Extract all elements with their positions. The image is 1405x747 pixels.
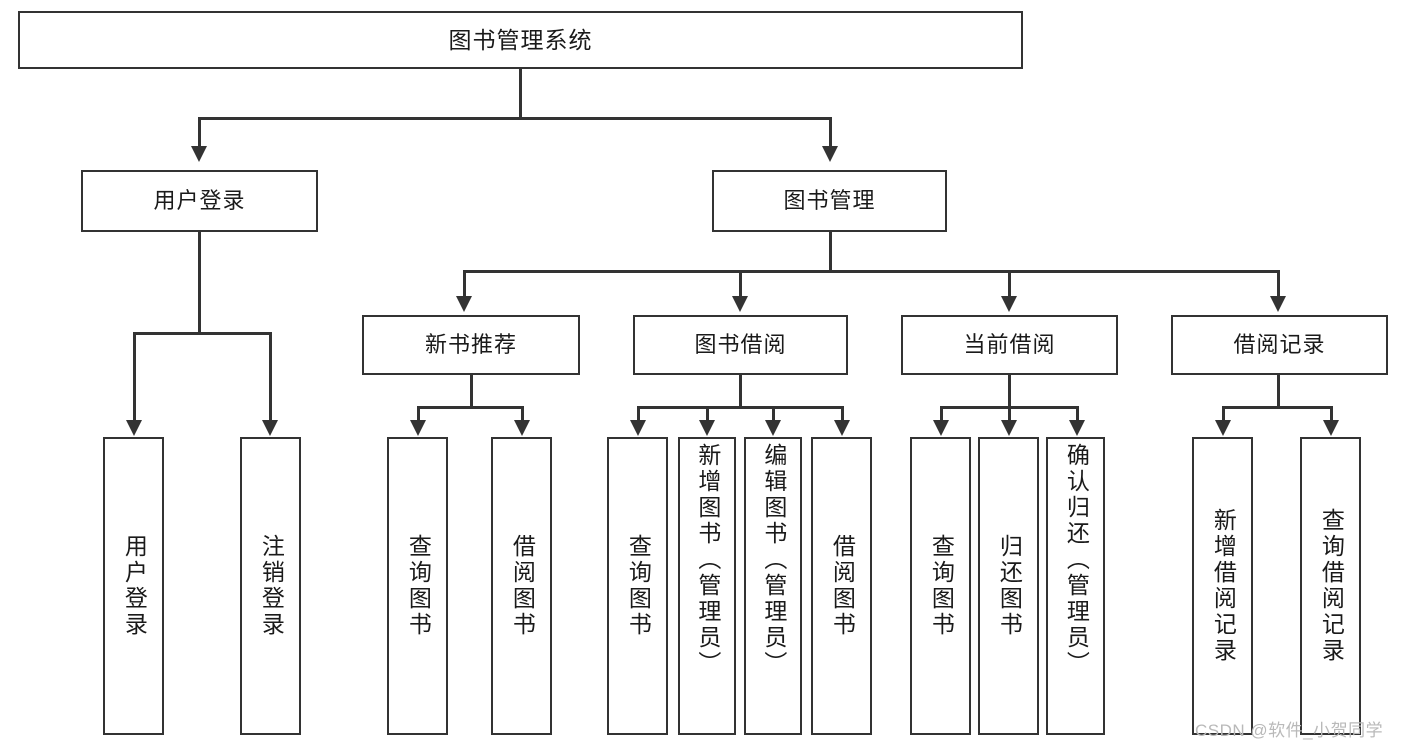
node-label: 借阅图书 xyxy=(829,534,856,638)
connector-book-management-stem xyxy=(829,232,832,272)
leaf-current-borrow-return-book[interactable]: 归还图书 xyxy=(978,437,1039,735)
connector-new-book-bar xyxy=(417,406,523,409)
node-label: 图书借阅 xyxy=(694,332,787,357)
arrowhead-book-borrow-leaf2 xyxy=(699,420,715,436)
arrowhead-to-book-management xyxy=(822,146,838,162)
leaf-user-login-logout[interactable]: 注销登录 xyxy=(240,437,301,735)
leaf-new-book-query-book[interactable]: 查询图书 xyxy=(387,437,448,735)
leaf-borrow-record-add-record[interactable]: 新增借阅记录 xyxy=(1192,437,1253,735)
arrowhead-to-current-borrow xyxy=(1001,296,1017,312)
node-label: 确认归还（管理员） xyxy=(1063,443,1090,677)
connector-new-book-leaf2 xyxy=(521,406,524,422)
arrowhead-to-new-book xyxy=(456,296,472,312)
node-user-login[interactable]: 用户登录 xyxy=(81,170,318,232)
node-current-borrow[interactable]: 当前借阅 xyxy=(901,315,1118,375)
leaf-book-borrow-query-book[interactable]: 查询图书 xyxy=(607,437,668,735)
connector-book-borrow-stem xyxy=(739,375,742,408)
connector-book-borrow-leaf2 xyxy=(706,406,709,422)
connector-user-login-leaf2 xyxy=(269,332,272,422)
arrowhead-to-user-login xyxy=(191,146,207,162)
connector-borrow-record-leaf1 xyxy=(1222,406,1225,422)
node-label: 注销登录 xyxy=(258,534,285,638)
connector-to-new-book xyxy=(463,270,466,298)
connector-to-book-management xyxy=(829,117,832,147)
leaf-user-login-login[interactable]: 用户登录 xyxy=(103,437,164,735)
node-label: 编辑图书（管理员） xyxy=(760,443,787,677)
connector-user-login-leaf1 xyxy=(133,332,136,422)
arrowhead-current-borrow-leaf2 xyxy=(1001,420,1017,436)
leaf-new-book-borrow-book[interactable]: 借阅图书 xyxy=(491,437,552,735)
connector-current-borrow-leaf2 xyxy=(1008,406,1011,422)
connector-current-borrow-stem xyxy=(1008,375,1011,408)
connector-to-book-borrow xyxy=(739,270,742,298)
arrowhead-borrow-record-leaf1 xyxy=(1215,420,1231,436)
node-label: 新增借阅记录 xyxy=(1210,508,1237,664)
connector-to-current-borrow xyxy=(1008,270,1011,298)
node-label: 归还图书 xyxy=(996,534,1023,638)
connector-book-borrow-leaf3 xyxy=(772,406,775,422)
node-label: 图书管理系统 xyxy=(448,26,593,53)
leaf-book-borrow-add-book-admin[interactable]: 新增图书（管理员） xyxy=(678,437,736,735)
connector-book-borrow-leaf1 xyxy=(637,406,640,422)
connector-level1-bar xyxy=(198,117,832,120)
connector-current-borrow-leaf1 xyxy=(940,406,943,422)
leaf-book-borrow-borrow-book[interactable]: 借阅图书 xyxy=(811,437,872,735)
leaf-borrow-record-query-record[interactable]: 查询借阅记录 xyxy=(1300,437,1361,735)
node-label: 新书推荐 xyxy=(424,332,517,357)
node-label: 查询借阅记录 xyxy=(1318,508,1345,664)
arrowhead-current-borrow-leaf1 xyxy=(933,420,949,436)
node-label: 查询图书 xyxy=(928,534,955,638)
connector-borrow-record-leaf2 xyxy=(1330,406,1333,422)
connector-book-borrow-bar xyxy=(637,406,843,409)
node-label: 用户登录 xyxy=(153,188,246,213)
arrowhead-book-borrow-leaf1 xyxy=(630,420,646,436)
connector-user-login-stem xyxy=(198,232,201,334)
connector-root-stem xyxy=(519,69,522,119)
leaf-current-borrow-confirm-return-admin[interactable]: 确认归还（管理员） xyxy=(1046,437,1105,735)
connector-to-user-login xyxy=(198,117,201,147)
node-book-borrow[interactable]: 图书借阅 xyxy=(633,315,848,375)
node-label: 借阅图书 xyxy=(509,534,536,638)
arrowhead-user-login-leaf1 xyxy=(126,420,142,436)
node-label: 借阅记录 xyxy=(1233,332,1326,357)
node-label: 新增图书（管理员） xyxy=(694,443,721,677)
node-book-management[interactable]: 图书管理 xyxy=(712,170,947,232)
arrowhead-new-book-leaf1 xyxy=(410,420,426,436)
leaf-current-borrow-query-book[interactable]: 查询图书 xyxy=(910,437,971,735)
connector-new-book-stem xyxy=(470,375,473,408)
arrowhead-book-borrow-leaf4 xyxy=(834,420,850,436)
arrowhead-to-book-borrow xyxy=(732,296,748,312)
node-borrow-record[interactable]: 借阅记录 xyxy=(1171,315,1388,375)
arrowhead-book-borrow-leaf3 xyxy=(765,420,781,436)
connector-borrow-record-bar xyxy=(1222,406,1332,409)
csdn-watermark: CSDN @软件_小贺同学 xyxy=(1195,721,1384,740)
node-label: 查询图书 xyxy=(625,534,652,638)
node-label: 图书管理 xyxy=(783,188,876,213)
node-label: 查询图书 xyxy=(405,534,432,638)
connector-level2-bar xyxy=(463,270,1279,273)
connector-new-book-leaf1 xyxy=(417,406,420,422)
connector-book-borrow-leaf4 xyxy=(841,406,844,422)
node-new-book-recommend[interactable]: 新书推荐 xyxy=(362,315,580,375)
leaf-book-borrow-edit-book-admin[interactable]: 编辑图书（管理员） xyxy=(744,437,802,735)
arrowhead-new-book-leaf2 xyxy=(514,420,530,436)
node-label: 当前借阅 xyxy=(963,332,1056,357)
connector-borrow-record-stem xyxy=(1277,375,1280,408)
connector-user-login-bar xyxy=(133,332,271,335)
node-root-book-management-system[interactable]: 图书管理系统 xyxy=(18,11,1023,69)
node-label: 用户登录 xyxy=(121,534,148,638)
connector-current-borrow-leaf3 xyxy=(1076,406,1079,422)
connector-to-borrow-record xyxy=(1277,270,1280,298)
arrowhead-user-login-leaf2 xyxy=(262,420,278,436)
arrowhead-to-borrow-record xyxy=(1270,296,1286,312)
arrowhead-borrow-record-leaf2 xyxy=(1323,420,1339,436)
arrowhead-current-borrow-leaf3 xyxy=(1069,420,1085,436)
